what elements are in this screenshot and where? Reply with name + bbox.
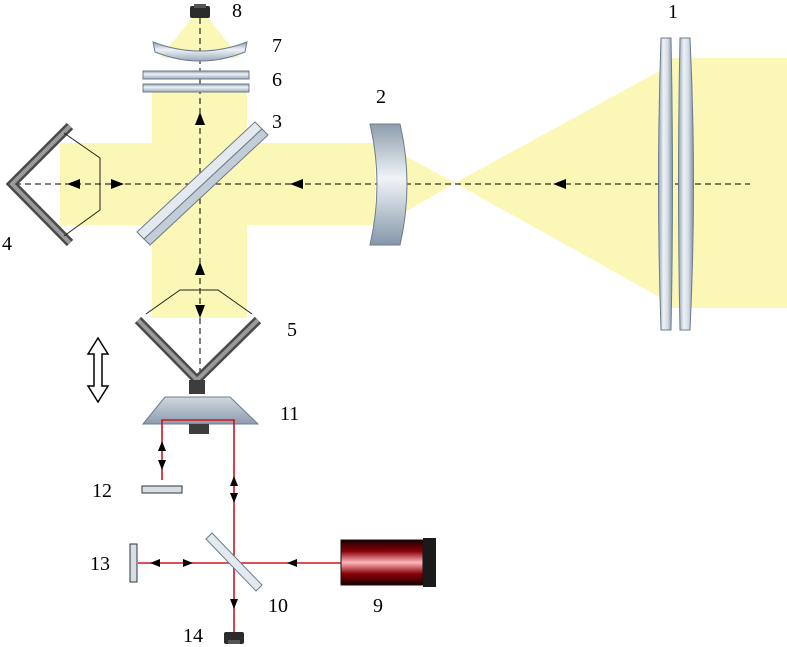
label-13: 13 xyxy=(90,553,110,575)
detector-8 xyxy=(190,4,210,18)
label-7: 7 xyxy=(272,35,282,57)
component-labels: 1 2 3 4 5 6 7 8 9 10 11 12 13 14 xyxy=(2,0,678,647)
label-8: 8 xyxy=(232,0,242,22)
label-5: 5 xyxy=(287,319,297,341)
detector-14 xyxy=(224,632,244,644)
label-11: 11 xyxy=(280,403,299,425)
optical-axis xyxy=(15,18,750,376)
label-4: 4 xyxy=(2,233,12,255)
laser-arrow-4 xyxy=(230,493,238,503)
laser-arrow-2 xyxy=(158,460,166,470)
label-2: 2 xyxy=(376,86,386,108)
cube-11 xyxy=(141,396,260,434)
beam-splitter-3 xyxy=(136,121,269,246)
arrow-up-2 xyxy=(195,262,205,275)
laser-source-9 xyxy=(340,538,436,587)
arrow-left-1 xyxy=(553,179,566,189)
label-14: 14 xyxy=(183,625,203,647)
corner-mirror-4 xyxy=(5,122,101,247)
corner-mirror-5 xyxy=(134,289,262,394)
mirror-12 xyxy=(141,485,183,494)
lens-2 xyxy=(369,123,408,246)
laser-arrow-8 xyxy=(230,599,238,609)
axis-arrows xyxy=(67,112,566,318)
lens-1-doublet xyxy=(658,37,694,331)
arrow-down-1 xyxy=(195,305,205,318)
light-beam xyxy=(60,18,787,318)
label-6: 6 xyxy=(272,69,282,91)
laser-arrow-7 xyxy=(183,559,193,567)
laser-arrow-5 xyxy=(287,559,297,567)
laser-path xyxy=(138,419,342,632)
label-9: 9 xyxy=(373,595,383,617)
laser-arrow-1 xyxy=(158,441,166,451)
plates-6 xyxy=(142,70,250,93)
mirror-13 xyxy=(129,543,138,583)
translation-arrow xyxy=(86,336,110,404)
arrow-left-3 xyxy=(67,179,80,189)
label-3: 3 xyxy=(272,111,282,133)
arrow-up-1 xyxy=(195,112,205,125)
laser-arrow-6 xyxy=(150,559,160,567)
label-1: 1 xyxy=(668,1,678,23)
laser-arrow-3 xyxy=(230,476,238,486)
mirror-5-stem xyxy=(189,380,205,394)
laser-arrows xyxy=(150,441,297,609)
label-10: 10 xyxy=(268,595,288,617)
arrow-right-1 xyxy=(111,179,124,189)
beam-splitter-10 xyxy=(205,532,263,592)
label-12: 12 xyxy=(92,480,112,502)
lens-7 xyxy=(152,41,248,62)
arrow-left-2 xyxy=(290,179,303,189)
